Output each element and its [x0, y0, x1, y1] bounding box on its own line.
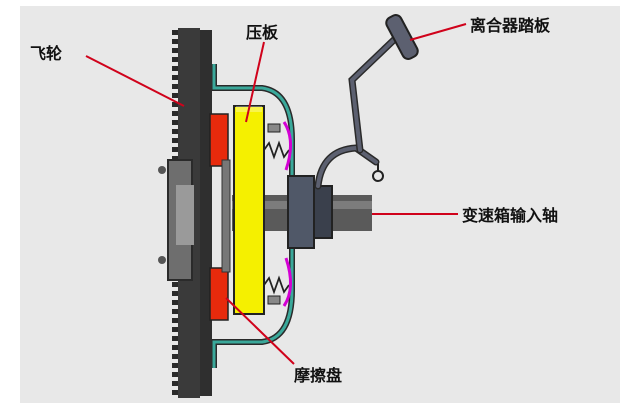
- release-bearing: [287, 175, 333, 249]
- clutch-pedal-linkage: [314, 14, 419, 190]
- flywheel-tooth: [172, 84, 182, 89]
- leader-lines: [85, 23, 467, 365]
- label-input-shaft: 变速箱输入轴: [462, 206, 559, 225]
- flywheel-tooth: [172, 318, 182, 323]
- flywheel-tooth: [172, 129, 182, 134]
- pressure-plate: [233, 105, 265, 315]
- leader-friction-disc: [225, 297, 295, 365]
- flywheel-tooth: [172, 120, 182, 125]
- flywheel-tooth: [172, 327, 182, 332]
- label-friction-disc: 摩擦盘: [294, 366, 343, 385]
- flywheel-tooth: [172, 345, 182, 350]
- flywheel-tooth: [172, 30, 182, 35]
- label-flywheel: 飞轮: [30, 44, 63, 63]
- friction-disc: [209, 113, 231, 321]
- leader-flywheel: [85, 55, 185, 107]
- flywheel-tooth: [172, 39, 182, 44]
- flywheel-tooth: [172, 93, 182, 98]
- flywheel-tooth: [172, 111, 182, 116]
- flywheel: [158, 28, 212, 398]
- flywheel-tooth: [172, 66, 182, 71]
- leader-clutch-pedal: [409, 23, 467, 41]
- flywheel-tooth: [172, 102, 182, 107]
- flywheel-tooth: [172, 300, 182, 305]
- flywheel-tooth: [172, 138, 182, 143]
- pressure-springs: [263, 121, 292, 307]
- leader-pressure-plate: [245, 41, 265, 123]
- flywheel-tooth: [172, 381, 182, 386]
- flywheel-tooth: [172, 354, 182, 359]
- flywheel-tooth: [172, 390, 182, 395]
- flywheel-tooth: [172, 147, 182, 152]
- flywheel-tooth: [172, 57, 182, 62]
- flywheel-tooth: [172, 291, 182, 296]
- flywheel-tooth: [172, 75, 182, 80]
- flywheel-tooth: [172, 309, 182, 314]
- flywheel-tooth: [172, 372, 182, 377]
- label-pressure-plate: 压板: [246, 23, 279, 42]
- flywheel-tooth: [172, 48, 182, 53]
- flywheel-tooth: [172, 282, 182, 287]
- label-clutch-pedal: 离合器踏板: [470, 16, 551, 35]
- flywheel-tooth: [172, 336, 182, 341]
- flywheel-tooth: [172, 156, 182, 161]
- flywheel-tooth: [172, 363, 182, 368]
- clutch-pedal: [385, 14, 419, 60]
